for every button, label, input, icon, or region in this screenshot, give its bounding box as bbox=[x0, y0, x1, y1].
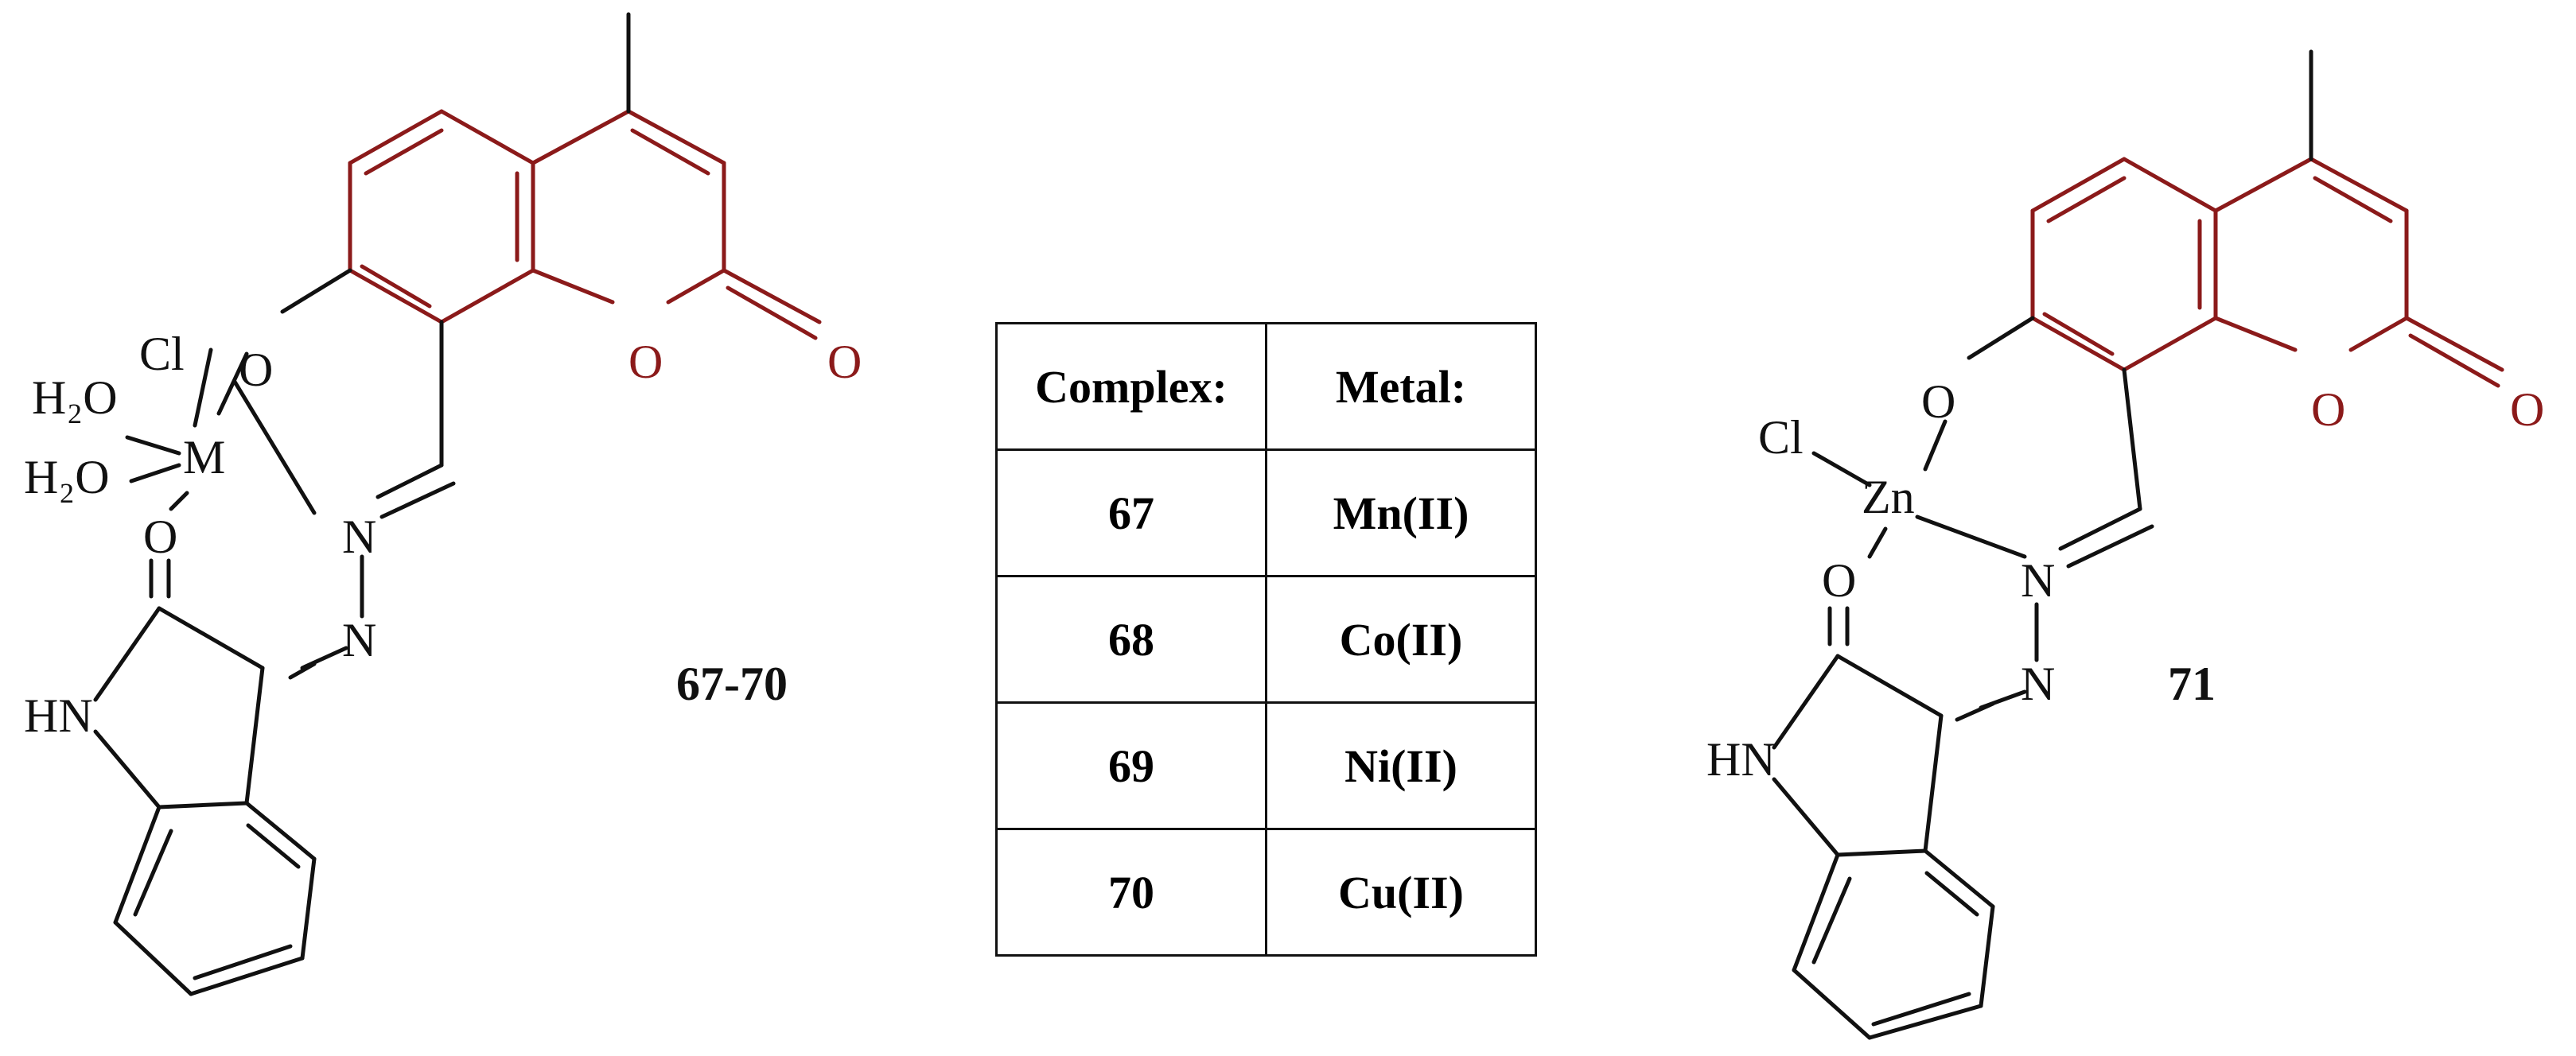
table-header-metal: Metal: bbox=[1265, 322, 1537, 451]
right-atom-o-isatin: O bbox=[1822, 554, 1856, 607]
left-atom-labels: Cl O H₂O M H₂O O O O N N HN bbox=[24, 328, 862, 742]
table-row: 67 Mn(II) bbox=[995, 448, 1537, 577]
left-atom-h2o-1: H₂O bbox=[32, 371, 118, 424]
table-cell-metal: Cu(II) bbox=[1265, 828, 1537, 957]
left-atom-metal: M bbox=[183, 431, 225, 483]
table-row: 68 Co(II) bbox=[995, 575, 1537, 704]
left-atom-n1: N bbox=[342, 511, 376, 563]
table-cell-complex: 69 bbox=[995, 701, 1267, 830]
left-atom-o-phenol: O bbox=[239, 344, 273, 396]
table-cell-metal: Co(II) bbox=[1265, 575, 1537, 704]
left-atom-o-ring: O bbox=[628, 336, 663, 388]
left-atom-o-carbonyl: O bbox=[827, 336, 862, 388]
left-atom-h2o-2: H₂O bbox=[24, 451, 110, 503]
left-coumarin-bonds bbox=[348, 109, 822, 340]
right-atom-o-ring: O bbox=[2311, 383, 2345, 436]
left-atom-o-isatin: O bbox=[143, 511, 177, 563]
right-bonds bbox=[1772, 49, 2313, 1040]
right-structure: O Cl Zn O O O N N HN 71 bbox=[1706, 49, 2544, 1040]
left-compound-label: 67-70 bbox=[676, 658, 788, 710]
table-header-row: Complex: Metal: bbox=[995, 322, 1537, 451]
table-row: 69 Ni(II) bbox=[995, 701, 1537, 830]
right-compound-label: 71 bbox=[2168, 658, 2216, 710]
left-atom-n2: N bbox=[342, 614, 376, 666]
left-bonds bbox=[93, 12, 631, 996]
left-atom-cl: Cl bbox=[139, 328, 185, 380]
right-atom-n1: N bbox=[2021, 554, 2055, 607]
right-coumarin-bonds bbox=[2030, 157, 2504, 388]
right-atom-o-carbonyl: O bbox=[2510, 383, 2544, 436]
right-atom-metal: Zn bbox=[1862, 471, 1915, 523]
table-cell-metal: Ni(II) bbox=[1265, 701, 1537, 830]
left-structure: Cl O H₂O M H₂O O O O N N HN 67-70 bbox=[24, 12, 862, 996]
table-row: 70 Cu(II) bbox=[995, 828, 1537, 957]
table-cell-complex: 67 bbox=[995, 448, 1267, 577]
right-atom-labels: O Cl Zn O O O N N HN bbox=[1706, 375, 2544, 786]
right-atom-n2: N bbox=[2021, 658, 2055, 710]
table-cell-complex: 70 bbox=[995, 828, 1267, 957]
right-atom-cl: Cl bbox=[1758, 411, 1804, 464]
table-header-complex: Complex: bbox=[995, 322, 1267, 451]
complex-metal-table: Complex: Metal: 67 Mn(II) 68 Co(II) 69 N… bbox=[995, 322, 1537, 957]
left-atom-nh: HN bbox=[24, 689, 93, 742]
right-atom-o-phenol: O bbox=[1921, 375, 1955, 428]
right-atom-nh: HN bbox=[1706, 733, 1776, 786]
table-cell-complex: 68 bbox=[995, 575, 1267, 704]
table-cell-metal: Mn(II) bbox=[1265, 448, 1537, 577]
